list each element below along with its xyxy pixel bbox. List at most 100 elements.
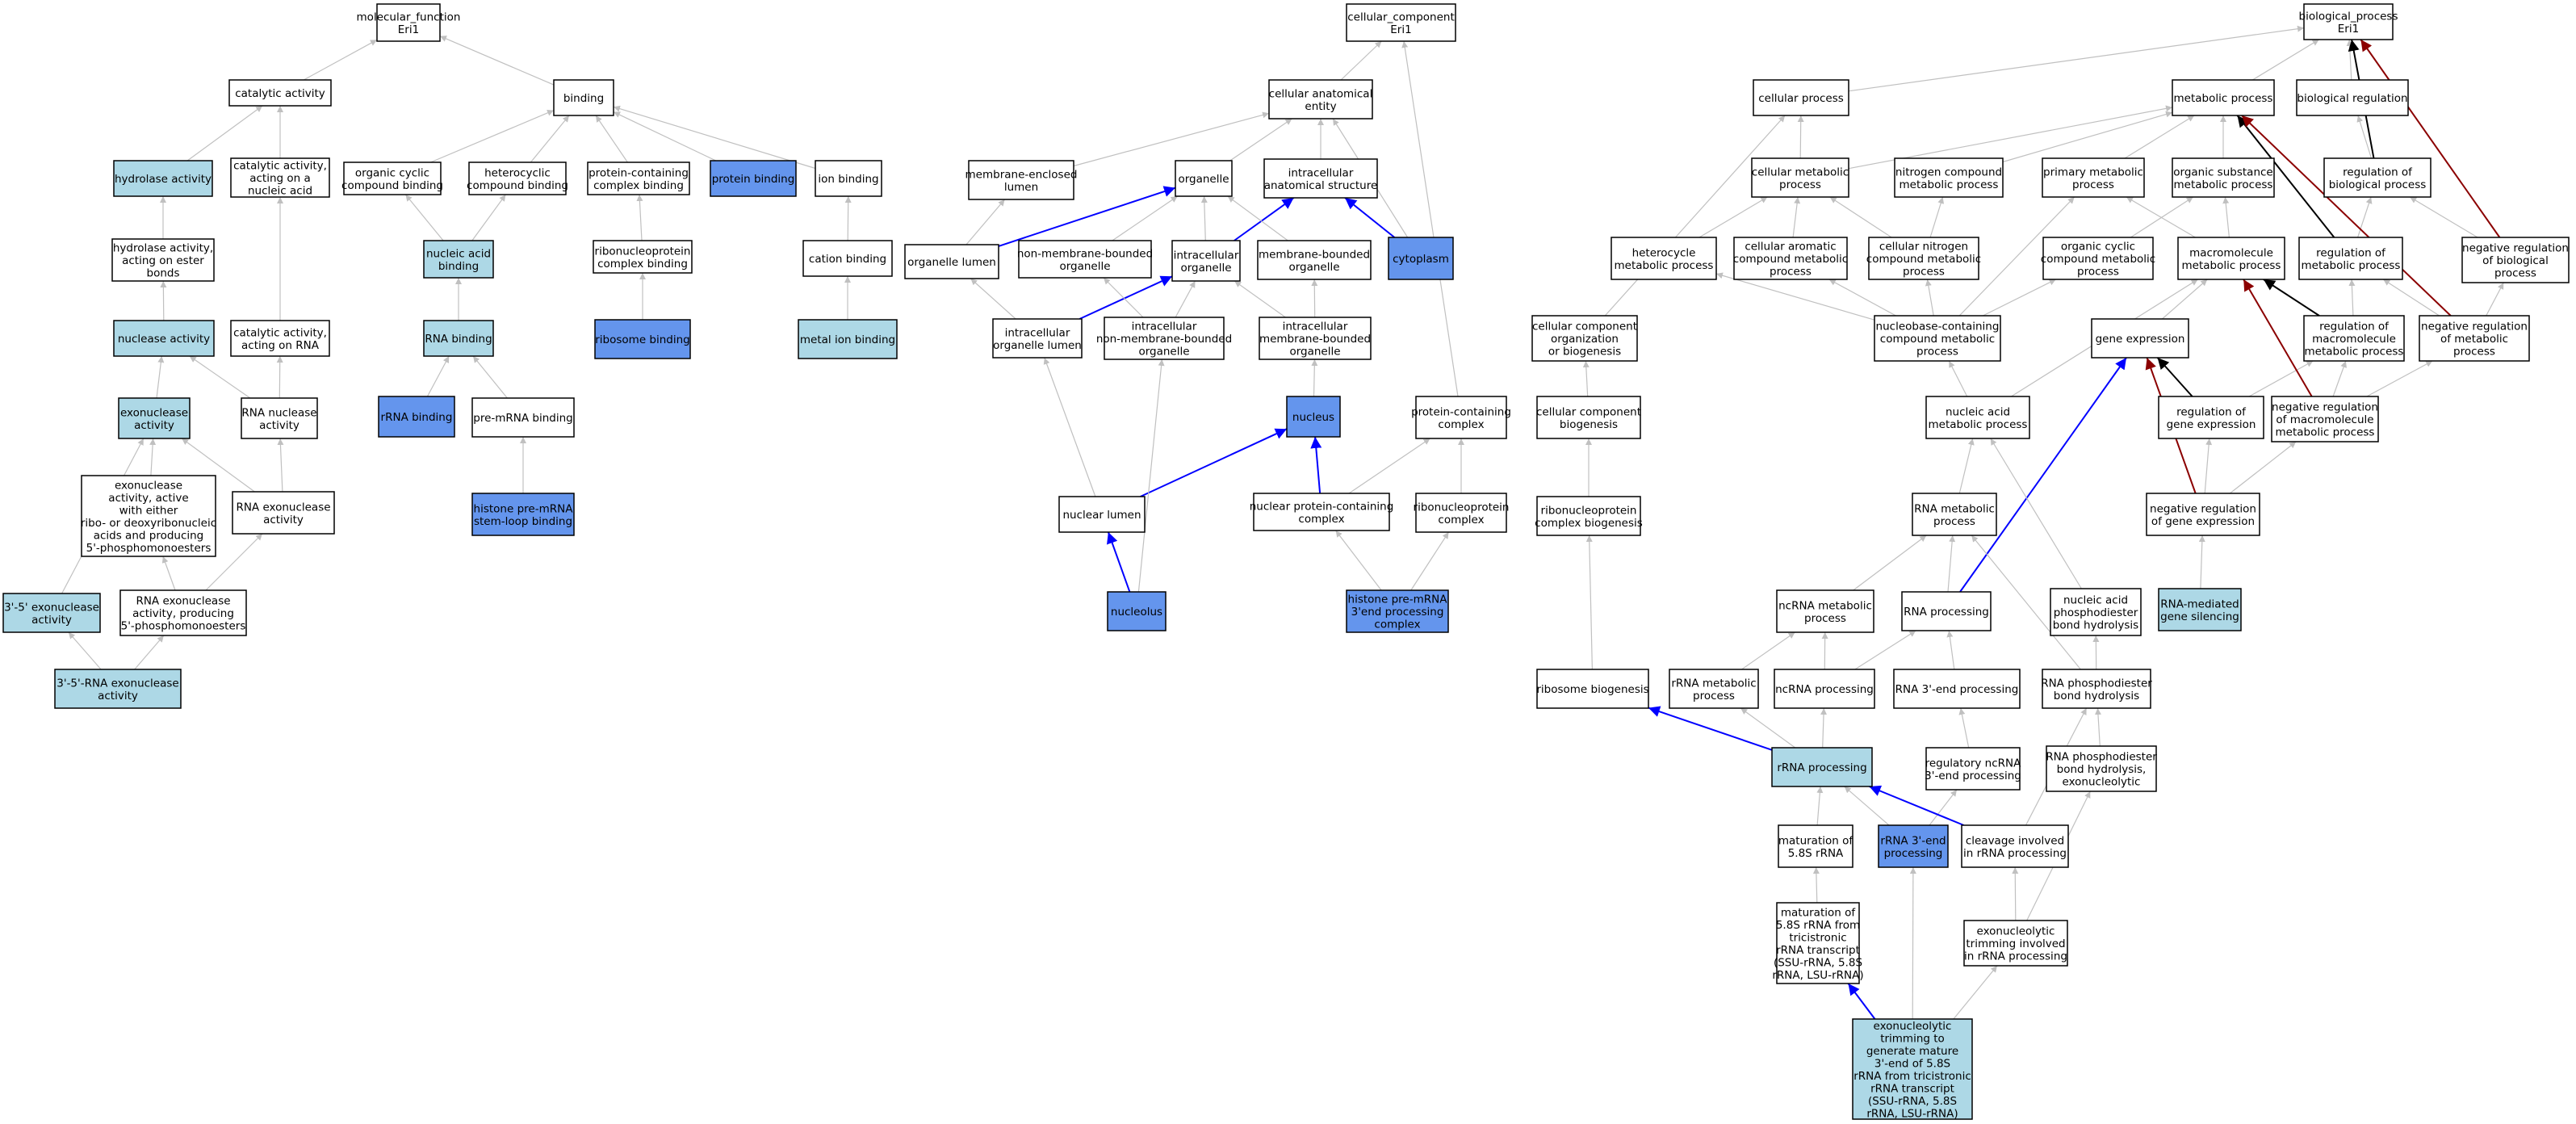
- go-node-orglum[interactable]: organelle lumen: [904, 244, 999, 279]
- go-node-org[interactable]: organelle: [1175, 160, 1233, 197]
- go-node-bind[interactable]: binding: [553, 79, 614, 116]
- node-label-line: in rRNA processing: [1963, 847, 2067, 860]
- go-node-breg[interactable]: biological regulation: [2296, 79, 2409, 116]
- go-node-rnab[interactable]: RNA binding: [423, 320, 494, 357]
- node-label-line: ribonucleoprotein: [595, 245, 691, 258]
- go-node-nucleus[interactable]: nucleus: [1286, 396, 1341, 438]
- go-node-premb[interactable]: pre-mRNA binding: [471, 397, 575, 438]
- go-node-catrna[interactable]: catalytic activity,acting on RNA: [230, 320, 330, 357]
- go-node-cyto[interactable]: cytoplasm: [1388, 237, 1454, 280]
- go-node-ribobio[interactable]: ribosome biogenesis: [1536, 669, 1649, 709]
- go-node-mp[interactable]: metabolic process: [2172, 79, 2275, 116]
- go-node-mat58t[interactable]: maturation of5.8S rRNA fromtricistronicr…: [1772, 902, 1864, 984]
- go-node-rnaproc[interactable]: RNA processing: [1901, 591, 1992, 631]
- go-node-pb[interactable]: protein binding: [710, 160, 797, 197]
- edge-cncmp-to-cmp: [1829, 196, 1892, 238]
- node-label-line: activity: [259, 419, 299, 432]
- go-node-rrnap[interactable]: rRNA processing: [1771, 747, 1873, 787]
- go-node-nuc[interactable]: nuclease activity: [113, 320, 215, 357]
- go-node-rna3[interactable]: RNA 3'-end processing: [1893, 669, 2021, 709]
- go-node-cp[interactable]: cellular process: [1753, 79, 1849, 116]
- go-node-ncrnap[interactable]: ncRNA processing: [1774, 669, 1875, 709]
- go-node-rrnab[interactable]: rRNA binding: [378, 396, 455, 438]
- go-node-hyd[interactable]: hydrolase activity: [113, 160, 213, 197]
- go-node-cationb[interactable]: cation binding: [802, 240, 893, 277]
- go-node-ge[interactable]: gene expression: [2091, 318, 2189, 359]
- go-node-nuclum[interactable]: nuclear lumen: [1058, 496, 1146, 533]
- go-node-mat58[interactable]: maturation of5.8S rRNA: [1778, 824, 1854, 868]
- go-node-ionb[interactable]: ion binding: [815, 160, 882, 197]
- node-box: [2050, 588, 2142, 636]
- go-node-ribob[interactable]: ribosome binding: [594, 319, 691, 359]
- go-node-cat[interactable]: catalytic activity: [228, 79, 332, 107]
- go-node-mib[interactable]: metal ion binding: [798, 319, 898, 359]
- go-node-nucleolus[interactable]: nucleolus: [1107, 591, 1167, 631]
- go-node-inmbo[interactable]: intracellularnon-membrane-boundedorganel…: [1096, 317, 1232, 360]
